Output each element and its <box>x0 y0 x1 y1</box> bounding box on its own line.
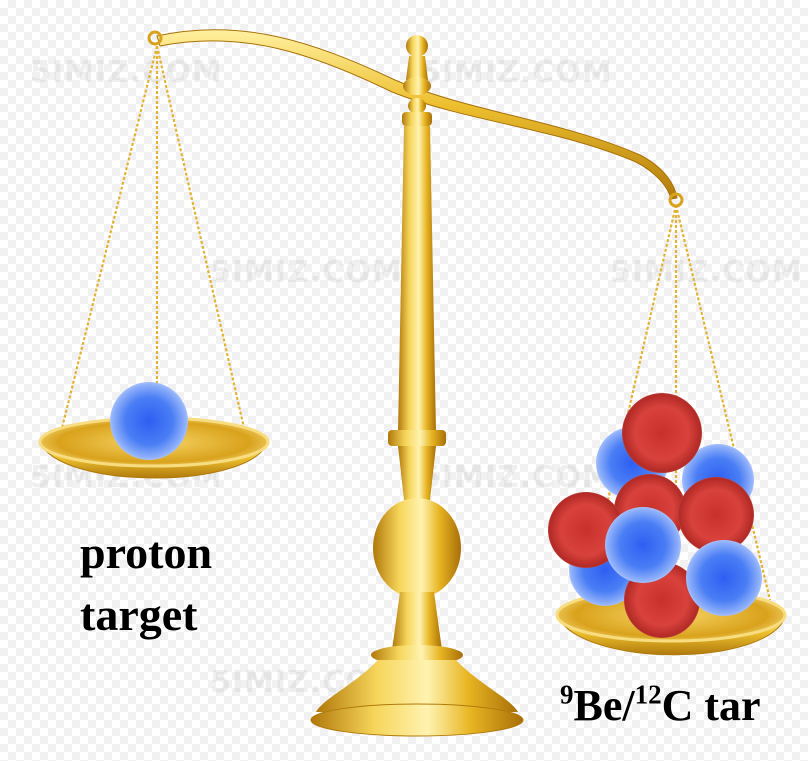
right-hook <box>668 192 684 208</box>
proton-target-label: proton target <box>80 522 212 646</box>
watermark-text: 5IMIZ.COM <box>610 255 803 290</box>
watermark-text: 5IMIZ.COM <box>420 55 613 90</box>
proton-label-line2: target <box>80 589 198 640</box>
be-symbol: Be/ <box>573 681 635 730</box>
pillar-neck <box>398 446 436 500</box>
left-pan-chains <box>60 45 246 429</box>
left-hook <box>147 30 163 46</box>
watermark-text: 5IMIZ.COM <box>30 55 223 90</box>
neutron-ball <box>548 492 624 568</box>
base-foot <box>310 703 524 737</box>
nucleus-cluster <box>548 393 762 638</box>
scale-base <box>316 660 518 712</box>
c-target-text: C tar <box>661 681 761 730</box>
watermark-text: 5IMIZ.COM <box>420 460 613 495</box>
neutron-ball <box>678 477 754 553</box>
proton-ball <box>605 507 681 583</box>
scale-pillar <box>398 126 436 432</box>
proton-ball <box>110 382 188 460</box>
watermark-text: 5IMIZ.COM <box>210 255 403 290</box>
c-mass-number: 12 <box>634 679 662 710</box>
be-mass-number: 9 <box>560 679 574 710</box>
neutron-ball <box>622 393 702 473</box>
proton-label-line1: proton <box>80 527 213 578</box>
pillar-bulb <box>373 498 461 598</box>
be-c-target-label: 9Be/12C tar <box>560 678 761 734</box>
pillar-collar <box>388 430 446 446</box>
proton-ball <box>686 540 762 616</box>
pillar-finial <box>402 35 432 126</box>
pillar-lower <box>392 592 442 650</box>
